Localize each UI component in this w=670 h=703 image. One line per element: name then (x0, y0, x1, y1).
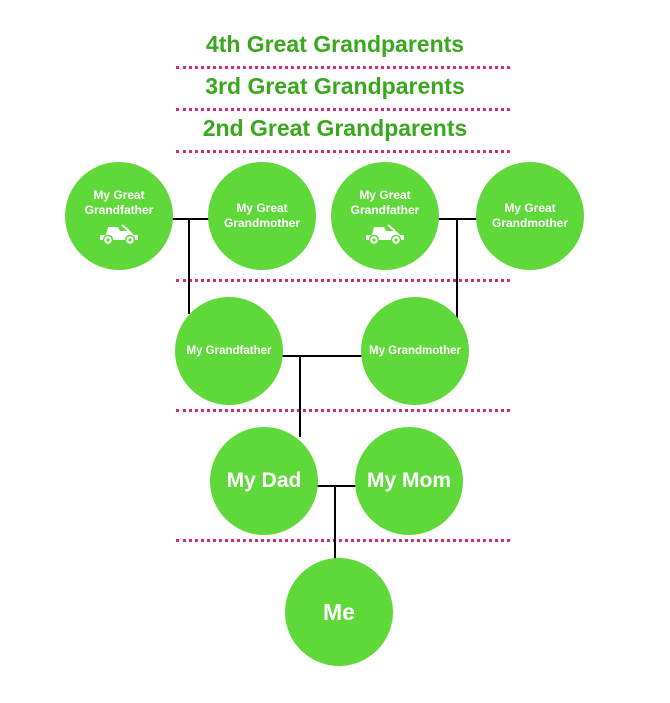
label-3rd-great-grandparents: 3rd Great Grandparents (205, 73, 465, 99)
label-2nd-great-grandparents: 2nd Great Grandparents (202, 115, 468, 141)
divider-line (176, 108, 510, 111)
node-great-grandfather-2: My Great Grandfather (331, 162, 439, 270)
connector-line (277, 355, 365, 357)
label-4th-great-grandparents: 4th Great Grandparents (205, 31, 465, 57)
divider-line (176, 66, 510, 69)
connector-line (437, 218, 479, 220)
node-label: My Dad (226, 469, 302, 492)
divider-line (176, 539, 510, 542)
node-label-line2: Grandfather (84, 202, 154, 217)
node-label-line1: My Great (504, 201, 556, 215)
node-label: My Mom (367, 469, 451, 492)
node-label-line2: Grandmother (491, 216, 568, 230)
divider-line (176, 409, 510, 412)
node-label-line1: My Great (359, 187, 411, 202)
connector-line (170, 218, 212, 220)
node-grandmother: My Grandmother (361, 297, 469, 405)
node-me: Me (285, 558, 393, 666)
node-label-line2: Grandmother (223, 216, 300, 230)
divider-line (176, 150, 510, 153)
node-great-grandmother-1: My Great Grandmother (208, 162, 316, 270)
node-label-line1: My Great (93, 187, 145, 202)
connector-line (456, 218, 458, 318)
connector-line (315, 485, 357, 487)
connector-line (299, 355, 301, 437)
jeep-icon (366, 223, 404, 245)
jeep-icon (100, 223, 138, 245)
node-label: My Grandfather (186, 345, 272, 357)
node-dad: My Dad (210, 427, 318, 535)
node-grandfather: My Grandfather (175, 297, 283, 405)
connector-line (188, 218, 190, 314)
node-label: Me (323, 599, 355, 625)
node-label-line2: Grandfather (350, 202, 420, 217)
divider-line (176, 279, 510, 282)
node-great-grandfather-1: My Great Grandfather (65, 162, 173, 270)
node-label-line1: My Great (236, 201, 288, 215)
node-mom: My Mom (355, 427, 463, 535)
node-label: My Grandmother (368, 345, 461, 357)
node-great-grandmother-2: My Great Grandmother (476, 162, 584, 270)
connector-line (334, 485, 336, 560)
